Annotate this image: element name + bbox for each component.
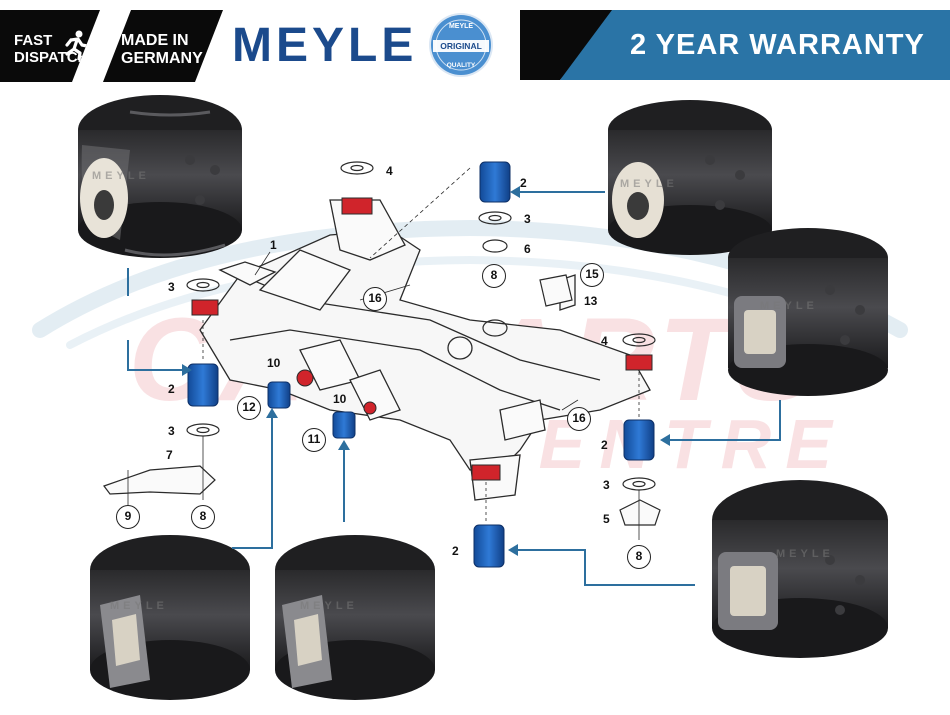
fast-dispatch-badge: FAST DISPATCH [0, 10, 100, 82]
part-number-8-left: 8 [191, 505, 215, 529]
arrow-heads [182, 186, 670, 556]
part-number-13: 13 [584, 294, 598, 308]
seal-original-text: ORIGINAL [440, 41, 482, 51]
bushing-brand-mark-2: MEYLE [620, 178, 678, 190]
part-number-3-lower-left: 3 [168, 424, 175, 438]
bushing-photo-top-right [608, 100, 772, 255]
fast-label: FAST [14, 32, 53, 49]
seal-quality-text: QUALITY [447, 62, 476, 69]
part-number-8-right: 8 [627, 545, 651, 569]
original-quality-seal: ORIGINAL MEYLE QUALITY [429, 13, 493, 77]
part-number-10-right: 10 [333, 392, 347, 406]
bracket-parts [103, 274, 661, 526]
part-number-1: 1 [270, 238, 277, 252]
part-number-3-top: 3 [524, 212, 531, 226]
part-number-2-bottom: 2 [452, 544, 459, 558]
bushing-photo-top-left [78, 95, 242, 258]
part-number-15: 15 [580, 263, 604, 287]
made-in-label: MADE IN [121, 32, 189, 49]
part-number-7: 7 [166, 448, 173, 462]
blue-bushing-parts [187, 161, 655, 568]
bushing-brand-mark-4: MEYLE [776, 548, 834, 560]
part-number-5: 5 [603, 512, 610, 526]
part-number-9: 9 [116, 505, 140, 529]
part-number-2-left: 2 [168, 382, 175, 396]
part-number-10-left: 10 [267, 356, 281, 370]
frame-mount-points [191, 197, 653, 481]
warranty-banner [560, 10, 950, 80]
part-number-2-right: 2 [601, 438, 608, 452]
bushing-brand-mark-1: MEYLE [92, 170, 150, 182]
bushing-brand-mark-3: MEYLE [760, 300, 818, 312]
part-number-4-top: 4 [386, 164, 393, 178]
subframe-drawing [199, 199, 651, 501]
part-number-8-top: 8 [482, 264, 506, 288]
part-number-2-top: 2 [520, 176, 527, 190]
bushing-photo-right-bottom [712, 480, 888, 658]
part-number-4-right: 4 [601, 334, 608, 348]
part-number-3-right: 3 [603, 478, 610, 492]
warranty-text: 2 YEAR WARRANTY [630, 29, 925, 61]
made-in-germany-text: MADE IN GERMANY [121, 32, 203, 68]
bushing-photo-right-middle [728, 228, 888, 396]
germany-label: GERMANY [121, 50, 203, 67]
part-number-11: 11 [302, 428, 326, 452]
washer-parts [186, 161, 656, 491]
leader-lines [127, 167, 640, 540]
seal-brand-text: MEYLE [449, 23, 473, 30]
part-number-16-right: 16 [567, 407, 591, 431]
bushing-brand-mark-5: MEYLE [110, 600, 168, 612]
bushing-brand-mark-6: MEYLE [300, 600, 358, 612]
part-number-6: 6 [524, 242, 531, 256]
bushing-photo-bottom-center [275, 535, 435, 700]
part-number-3-upper-left: 3 [168, 280, 175, 294]
part-number-12: 12 [237, 396, 261, 420]
bushing-photo-bottom-left [90, 535, 250, 700]
runner-icon [62, 30, 88, 60]
brand-logo: MEYLE [232, 19, 418, 72]
pointer-arrows [127, 191, 781, 586]
part-number-16-center: 16 [363, 287, 387, 311]
